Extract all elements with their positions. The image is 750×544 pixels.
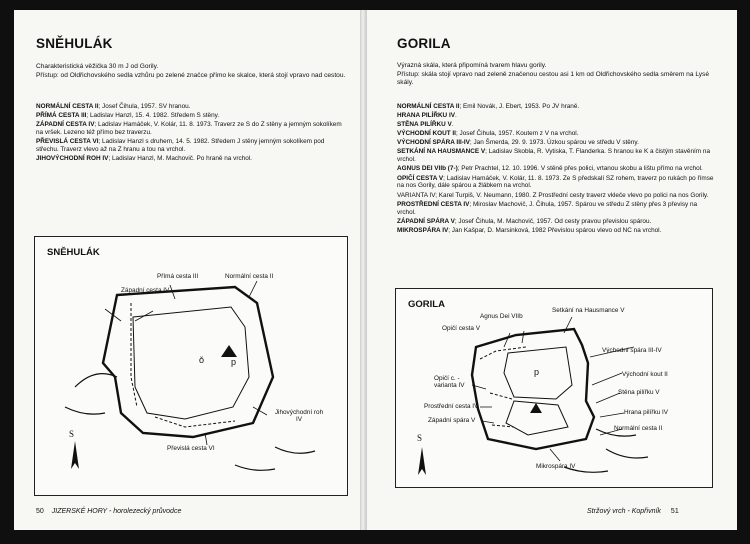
route-item: MIKROSPÁRA IV; Jan Kašpar, D. Marsinková… — [397, 226, 662, 234]
route-item: HRANA PILÍŘKU IV. — [397, 112, 457, 120]
page-title: SNĚHULÁK — [36, 36, 113, 51]
label-setkani: Setkání na Hausmance V — [552, 307, 625, 314]
label-zapadni-cesta: Západní cesta IV — [121, 287, 170, 294]
route-item: ZÁPADNÍ SPÁRA V; Josef Čihula, M. Machov… — [397, 217, 652, 225]
book-section: Stržový vrch - Kopřivník — [587, 508, 661, 515]
summit-marker-p: p — [231, 357, 237, 367]
route-item: PROSTŘEDNÍ CESTA IV; Miroslav Machovič, … — [397, 200, 698, 216]
label-mikrospara: Mikrospára IV — [536, 463, 576, 470]
diagram-title: GORILA — [408, 299, 445, 310]
intro-text: Výrazná skála, která připomíná tvarem hl… — [397, 62, 547, 69]
right-footer: Stržový vrch - Kopřivník 51 — [587, 508, 679, 515]
summit-marker-o: ǒ — [199, 355, 205, 365]
label-jihovychodni-roh: Jihovýchodní roh IV — [274, 409, 324, 423]
gorila-topo-diagram: GORILA Agnus Dei VIIb Setkání na Hausman… — [395, 288, 713, 488]
route-item: STĚNA PILÍŘKU V. — [397, 121, 454, 129]
route-item: VÝCHODNÍ SPÁRA III-IV; Jan Šmerda, 29. 9… — [397, 139, 639, 147]
route-item: AGNUS DEI VIIb (7-); Petr Prachtel, 12. … — [397, 165, 703, 173]
label-prima-cesta: Přímá cesta III — [157, 273, 199, 280]
route-item: JIHOVÝCHODNÍ ROH IV; Ladislav Hanzl, M. … — [36, 155, 252, 163]
book-gutter — [360, 10, 366, 530]
diagram-title: SNĚHULÁK — [47, 247, 100, 258]
route-item: OPIČÍ CESTA V; Ladislav Hamáček, V. Kolá… — [397, 174, 714, 190]
label-vychodni-spara: Východní spára III-IV — [602, 347, 662, 354]
rock-outline — [64, 280, 316, 471]
north-label: S — [417, 433, 423, 443]
right-page: GORILA Výrazná skála, která připomíná tv… — [366, 10, 737, 530]
rock-outline — [418, 316, 649, 475]
route-item: SETKÁNÍ NA HAUSMANCE V; Ladislav Skobla,… — [397, 148, 711, 164]
route-item: NORMÁLNÍ CESTA II; Emil Novák, J. Ebert,… — [397, 103, 580, 110]
route-item: VARIANTA IV; Karel Turpiš, V. Neumann, 1… — [397, 191, 709, 199]
route-item: PŘÍMÁ CESTA III; Ladislav Hanzl, 15. 4. … — [36, 112, 220, 120]
route-list: NORMÁLNÍ CESTA II; Emil Novák, J. Ebert,… — [397, 103, 715, 236]
label-hrana-pilirku: Hrana pilířku IV — [624, 409, 669, 416]
route-item: NORMÁLNÍ CESTA II; Josef Čihula, 1957. S… — [36, 103, 191, 110]
route-item: VÝCHODNÍ KOUT II; Josef Čihula, 1957. Ko… — [397, 130, 579, 138]
north-label: S — [69, 429, 75, 439]
label-opici-varianta: Opičí c. -varianta IV — [434, 375, 465, 389]
intro-text: Charakteristická věžička 30 m J od Goril… — [36, 63, 159, 70]
access-text: Přístup: skála stojí vpravo nad zeleně z… — [397, 71, 710, 86]
book-title: JIZERSKÉ HORY - horolezecký průvodce — [51, 508, 182, 515]
label-agnus-dei: Agnus Dei VIIb — [480, 313, 523, 320]
sehulak-topo-diagram: SNĚHULÁK Přímá cesta III Normální cesta … — [34, 236, 348, 496]
page-number: 51 — [670, 508, 679, 515]
label-normalni-cesta: Normální cesta II — [614, 425, 663, 432]
left-page: SNĚHULÁK Charakteristická věžička 30 m J… — [14, 10, 361, 530]
page-title: GORILA — [397, 36, 451, 51]
page-number: 50 — [36, 508, 44, 515]
label-prostredni-cesta: Prostřední cesta IV — [424, 403, 479, 410]
label-normalni-cesta: Normální cesta II — [225, 273, 274, 280]
summit-marker-p: p — [534, 367, 540, 377]
label-vychodni-kout: Východní kout II — [622, 371, 668, 378]
label-zapadni-spara: Západní spára V — [428, 417, 476, 424]
left-footer: 50 JIZERSKÉ HORY - horolezecký průvodce — [36, 508, 181, 515]
route-item: ZÁPADNÍ CESTA IV; Ladislav Hamáček, V. K… — [36, 121, 342, 137]
route-list: NORMÁLNÍ CESTA II; Josef Čihula, 1957. S… — [36, 103, 348, 164]
label-stena-pilirku: Stěna pilířku V — [618, 389, 660, 396]
label-opici-cesta: Opičí cesta V — [442, 325, 481, 332]
label-previsla-cesta: Převislá cesta VI — [167, 445, 215, 452]
access-text: Přístup: od Oldřichovského sedla vzhůru … — [36, 72, 346, 79]
route-item: PŘEVISLÁ CESTA VI; Ladislav Hanzl s druh… — [36, 138, 325, 154]
